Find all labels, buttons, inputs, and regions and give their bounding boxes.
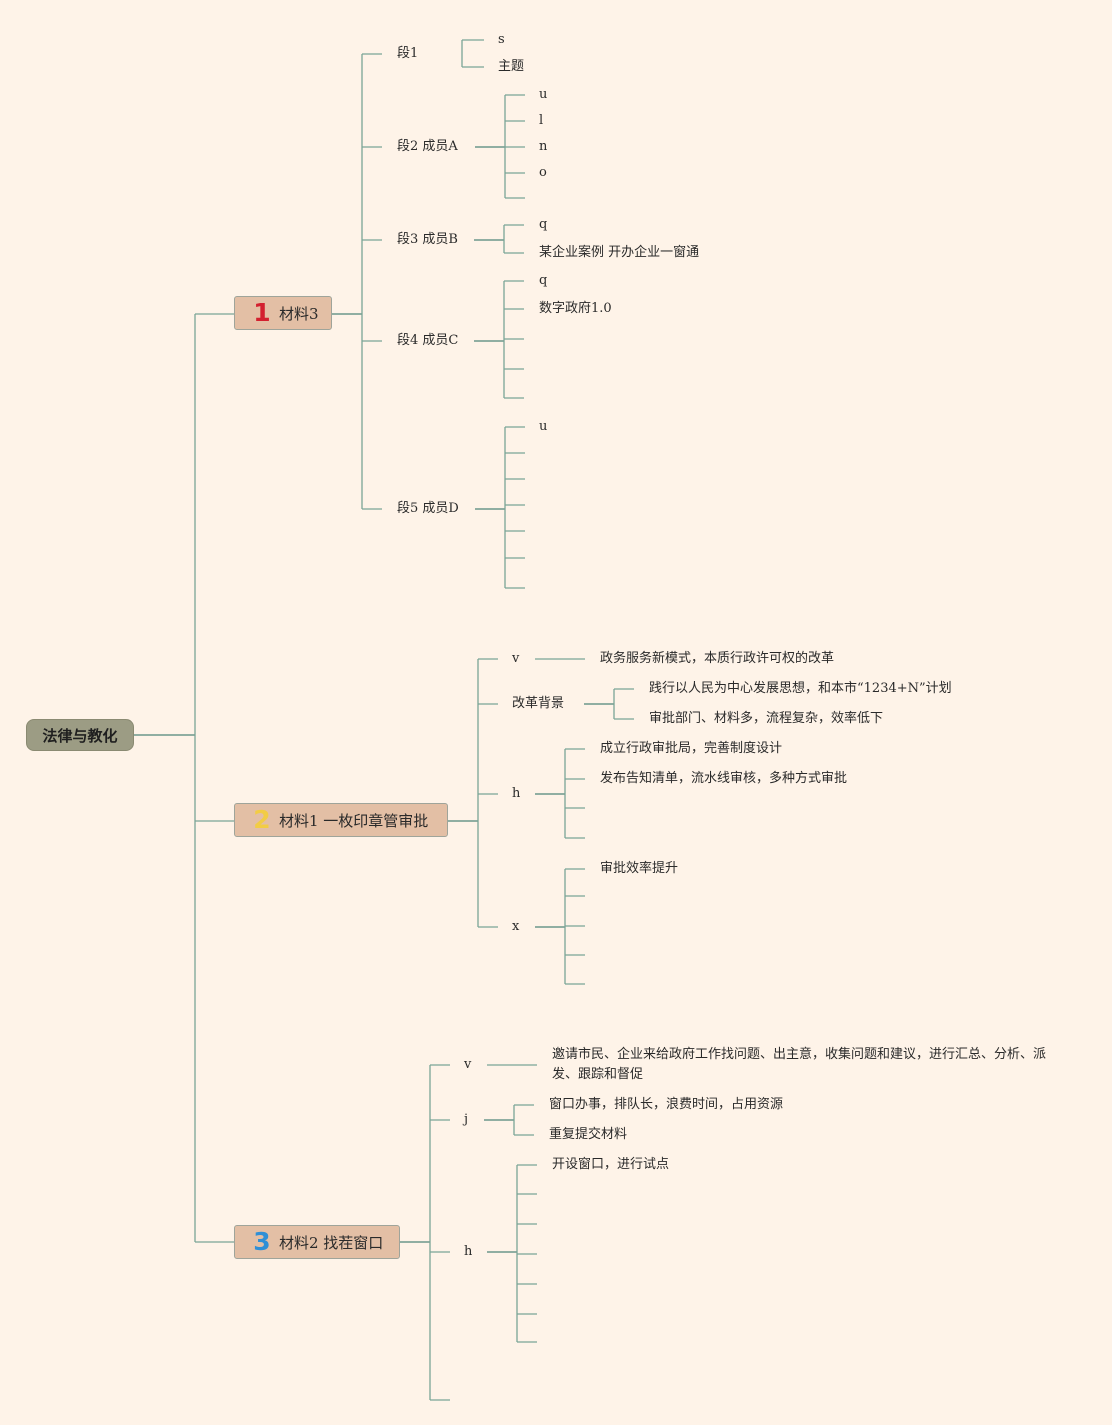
leaf: 重复提交材料 (549, 1127, 628, 1142)
node-j[interactable]: j (464, 1112, 469, 1127)
node-segment-3[interactable]: 段3 成员B (397, 232, 458, 247)
node-segment-2[interactable]: 段2 成员A (397, 139, 458, 154)
branch-label: 材料1 一枚印章管审批 (279, 811, 429, 830)
leaf: 数字政府1.0 (539, 301, 612, 316)
node-v[interactable]: v (464, 1057, 472, 1072)
branch-label: 材料2 找茬窗口 (279, 1233, 384, 1252)
node-segment-1[interactable]: 段1 (397, 46, 419, 61)
root-label: 法律与教化 (42, 726, 118, 745)
leaf: 邀请市民、企业来给政府工作找问题、出主意，收集问题和建议，进行汇总、分析、派发、… (552, 1047, 1047, 1082)
leaf: 发布告知清单，流水线审核，多种方式审批 (600, 771, 848, 786)
node-h[interactable]: h (464, 1244, 473, 1259)
leaf: 窗口办事，排队长，浪费时间，占用资源 (549, 1097, 784, 1112)
leaf: 开设窗口，进行试点 (552, 1157, 670, 1172)
leaf: 审批效率提升 (600, 861, 679, 876)
leaf: n (539, 139, 548, 154)
branch-number-3: 3 (253, 1227, 271, 1256)
node-x[interactable]: x (512, 919, 520, 934)
leaf: 主题 (498, 59, 525, 74)
branch-material-3[interactable]: 1 材料3 (234, 296, 332, 330)
leaf: 政务服务新模式，本质行政许可权的改革 (600, 651, 835, 666)
leaf: q (539, 217, 548, 232)
node-reform-background[interactable]: 改革背景 (512, 696, 565, 711)
leaf: u (539, 419, 548, 434)
leaf: 践行以人民为中心发展思想，和本市“1234+N”计划 (649, 681, 952, 696)
leaf: s (498, 32, 505, 47)
node-segment-4[interactable]: 段4 成员C (397, 333, 459, 348)
leaf: o (539, 165, 547, 180)
node-h[interactable]: h (512, 786, 521, 801)
root-node[interactable]: 法律与教化 (26, 719, 134, 751)
node-v[interactable]: v (512, 651, 520, 666)
node-segment-5[interactable]: 段5 成员D (397, 501, 459, 516)
branch-material-1[interactable]: 2 材料1 一枚印章管审批 (234, 803, 448, 837)
leaf: l (539, 113, 544, 128)
branch-label: 材料3 (279, 304, 319, 323)
leaf: 成立行政审批局，完善制度设计 (600, 741, 783, 756)
branch-number-1: 1 (253, 298, 271, 327)
leaf: 审批部门、材料多，流程复杂，效率低下 (649, 711, 884, 726)
branch-number-2: 2 (253, 805, 271, 834)
leaf: q (539, 273, 548, 288)
leaf: u (539, 87, 548, 102)
branch-material-2[interactable]: 3 材料2 找茬窗口 (234, 1225, 400, 1259)
leaf: 某企业案例 开办企业一窗通 (539, 245, 700, 260)
